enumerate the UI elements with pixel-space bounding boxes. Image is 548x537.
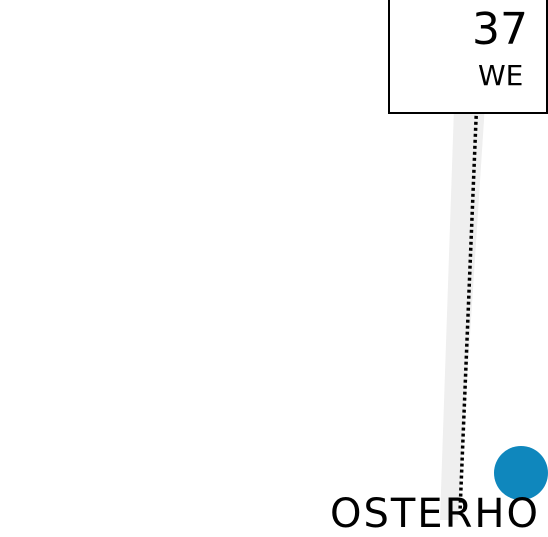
place-name-label: OSTERHO bbox=[330, 491, 540, 537]
route-number: 37 bbox=[472, 4, 528, 55]
route-subtitle: WE bbox=[478, 59, 524, 92]
route-label-box[interactable]: 37 WE bbox=[388, 0, 548, 114]
location-dot-icon[interactable] bbox=[494, 446, 548, 500]
